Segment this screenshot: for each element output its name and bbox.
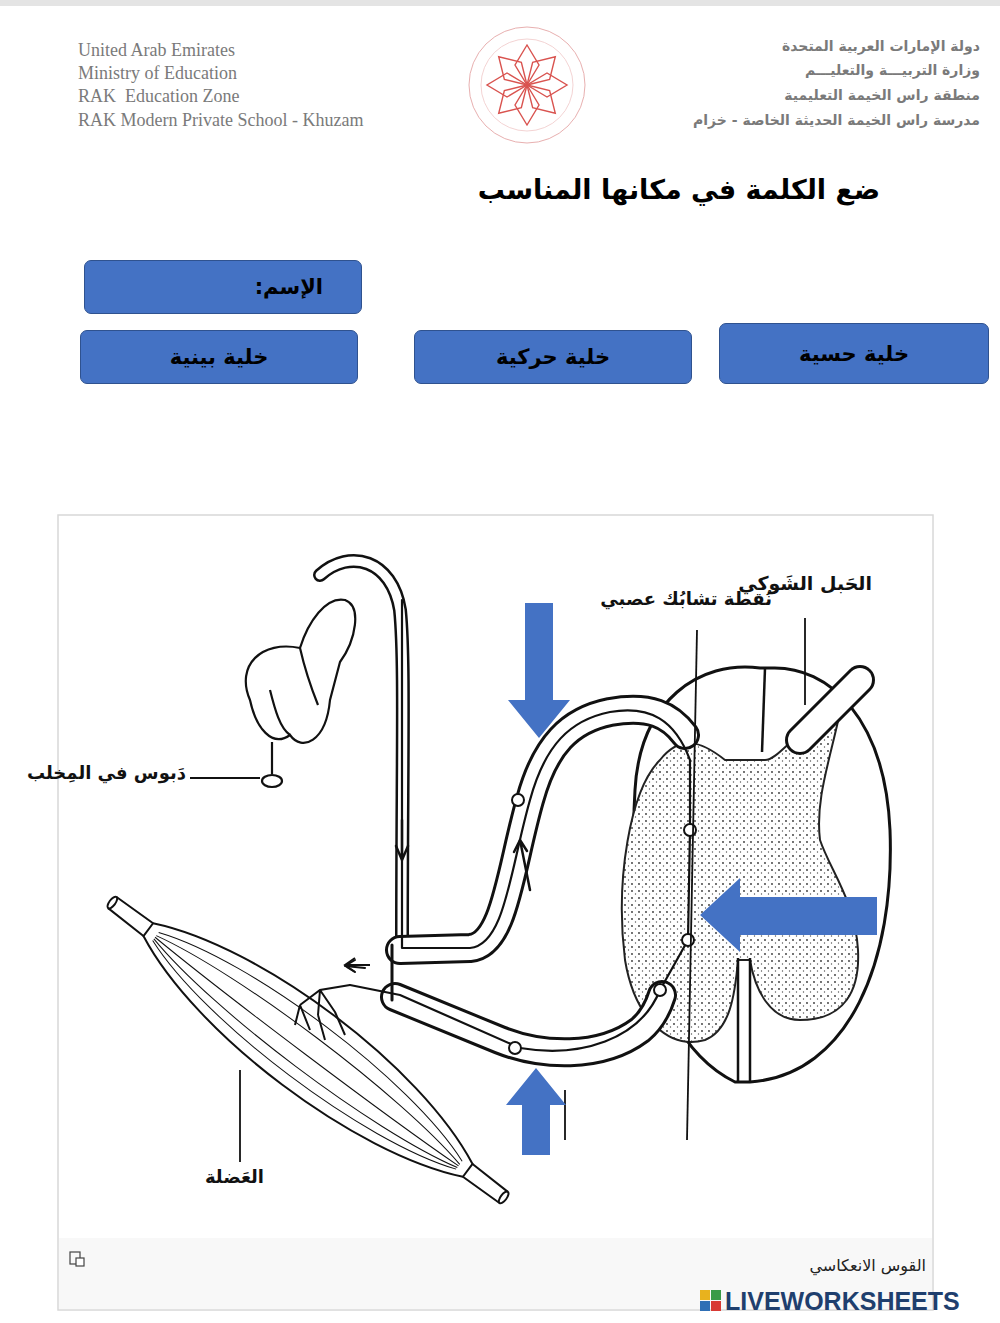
part-label: دَبوس في المِخلب	[27, 762, 186, 784]
box-label: الإسم:	[255, 275, 323, 299]
header-line: وزارة التربيـــة والتعليـــم	[805, 62, 980, 79]
box-label: خلية حسية	[799, 342, 909, 366]
box-label: خلية بينية	[170, 345, 269, 369]
header-line: RAK Education Zone	[78, 86, 239, 108]
header-line: دولة الإمارات العربية المتحدة	[782, 38, 980, 55]
header-line: RAK Modern Private School - Khuzam	[78, 110, 363, 132]
answer-box: خلية حسية	[719, 323, 989, 384]
part-label: نُقطة تشابُك عصبي	[600, 588, 772, 610]
answer-box: خلية حركية	[414, 330, 692, 384]
watermark: LIVEWORKSHEETS	[725, 1286, 960, 1316]
worksheet-title: ضع الكلمة في مكانها المناسب	[478, 174, 880, 206]
answer-box: خلية بينية	[80, 330, 358, 384]
box-label: خلية حركية	[496, 345, 610, 369]
answer-box: الإسم:	[84, 260, 362, 314]
header-line: مدرسة راس الخيمة الحديثة الخاصة - خزام	[693, 112, 980, 129]
figure-caption: القوس الانعكاسي	[810, 1256, 927, 1275]
header-line: Ministry of Education	[78, 63, 237, 85]
part-label: العَضلة	[205, 1166, 264, 1188]
header-line: United Arab Emirates	[78, 40, 235, 62]
header-line: منطقة راس الخيمة التعليمية	[784, 87, 980, 104]
